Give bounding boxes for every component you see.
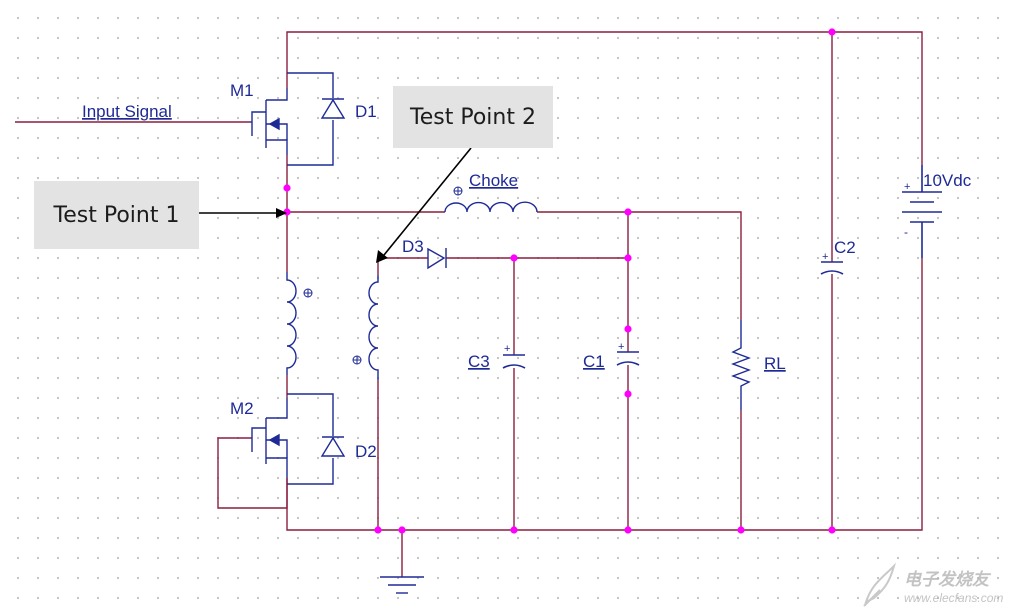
polarity-dot-primary [303, 288, 313, 298]
label-d2: D2 [355, 442, 377, 461]
mosfet-m2 [251, 398, 288, 478]
node [624, 390, 632, 398]
node [398, 526, 406, 534]
callout-test-point-2: Test Point 2 [393, 86, 553, 148]
wire-m2-gate-loop [217, 437, 288, 509]
wire-source-bottom [286, 258, 923, 531]
inductor-choke [444, 201, 538, 213]
wire-top-rail [286, 31, 923, 165]
ground-symbol [380, 576, 424, 594]
node [624, 254, 632, 262]
c1-plus-sign: + [618, 341, 624, 353]
label-m1: M1 [230, 81, 254, 100]
capacitor-c2 [820, 261, 844, 275]
label-rl: RL [764, 354, 786, 373]
polarity-dot-choke [453, 186, 463, 196]
label-input-signal: Input Signal [82, 102, 172, 121]
node [828, 526, 836, 534]
polarity-dot-secondary [352, 355, 362, 365]
label-c2: C2 [834, 238, 856, 257]
capacitor-c3 [502, 354, 526, 369]
label-m2: M2 [230, 399, 254, 418]
node [510, 526, 518, 534]
watermark-url-text: www.elecfans.com [904, 591, 1004, 605]
wire-choke-to-rl [537, 211, 742, 320]
c3-plus-sign: + [504, 343, 510, 355]
node [624, 208, 632, 216]
node [828, 28, 836, 36]
resistor-rl [731, 320, 751, 410]
transformer-secondary [368, 275, 379, 380]
transformer-primary [286, 272, 297, 375]
dc-source-10vdc [902, 165, 942, 258]
diode-d1 [287, 72, 346, 166]
capacitor-c1 [616, 351, 640, 366]
junction-nodes [283, 28, 836, 534]
label-d3: D3 [402, 237, 424, 256]
mosfet-m1 [250, 88, 288, 155]
wire-secondary-top [377, 257, 428, 275]
wires [15, 31, 923, 577]
node [624, 325, 632, 333]
node [510, 254, 518, 262]
callout-arrows [199, 147, 472, 263]
label-c3: C3 [468, 352, 490, 371]
watermark-elecfans: 电子发烧友 www.elecfans.com [860, 562, 1008, 612]
diode-d2 [287, 393, 346, 485]
arrow-test-point-2 [383, 147, 472, 256]
callout-test-point-1-text: Test Point 1 [53, 202, 180, 228]
node [624, 526, 632, 534]
label-d1: D1 [355, 102, 377, 121]
label-10vdc: 10Vdc [923, 171, 972, 190]
callout-test-point-2-text: Test Point 2 [410, 104, 536, 130]
source-minus-sign: - [904, 225, 908, 239]
node [283, 184, 291, 192]
label-choke: Choke [469, 171, 518, 190]
node [374, 526, 382, 534]
node [737, 526, 745, 534]
c2-plus-sign: + [822, 251, 828, 263]
source-plus-sign: + [904, 181, 910, 193]
label-c1: C1 [583, 352, 605, 371]
watermark-logo-icon [863, 562, 897, 607]
watermark-cn-text: 电子发烧友 [904, 570, 989, 590]
callout-test-point-1: Test Point 1 [34, 181, 199, 249]
diode-d3 [427, 247, 447, 270]
